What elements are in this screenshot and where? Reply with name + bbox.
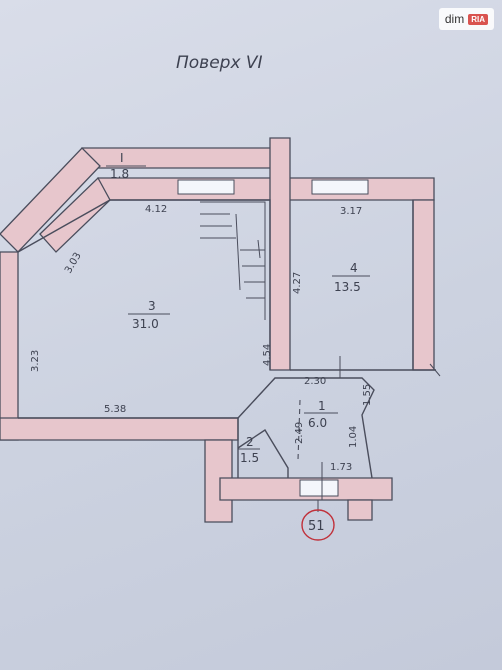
dimension-label: 1.73 xyxy=(330,462,352,473)
watermark-sub: RIA xyxy=(468,13,488,25)
unit-number: 51 xyxy=(308,519,325,534)
dimension-label: 4.54 xyxy=(262,344,273,366)
dimension-label: 3.23 xyxy=(30,350,41,372)
dimension-label: 2.49 xyxy=(294,422,305,444)
staircase xyxy=(200,201,266,320)
dimension-label: 3.03 xyxy=(63,251,84,276)
room-number: 4 xyxy=(350,261,358,275)
room-area: 31.0 xyxy=(132,317,159,331)
room-number: 2 xyxy=(246,435,254,449)
room-number: I xyxy=(120,151,124,165)
room-area: 13.5 xyxy=(334,280,361,294)
room-number: 1 xyxy=(318,399,326,413)
room-area: 1.5 xyxy=(240,451,259,465)
dimension-label: 1.55 xyxy=(362,384,373,406)
dimension-label: 4.12 xyxy=(145,204,167,215)
room-number: 3 xyxy=(148,299,156,313)
dimension-labels: 4.12 3.17 3.03 4.27 3.23 4.54 5.38 2.30 … xyxy=(30,204,373,473)
dashed-lines xyxy=(237,377,301,461)
unit-number-stamp xyxy=(301,509,335,541)
dimension-label: 5.38 xyxy=(104,404,126,415)
room-labels: I 1.8 3 31.0 4 13.5 1 6.0 2 1.5 xyxy=(106,151,370,465)
walls xyxy=(0,137,435,523)
dimension-label: 1.04 xyxy=(348,426,359,448)
plan-title: Поверх VI xyxy=(176,53,263,73)
dimension-label: 3.17 xyxy=(340,206,362,217)
dimension-label: 2.30 xyxy=(304,376,326,387)
watermark-brand: dim xyxy=(444,12,465,26)
dimension-label: 4.27 xyxy=(292,272,303,294)
watermark-badge: dim RIA xyxy=(438,8,494,30)
windows xyxy=(177,179,369,497)
room-area: 1.8 xyxy=(110,167,129,181)
room-area: 6.0 xyxy=(308,416,327,430)
